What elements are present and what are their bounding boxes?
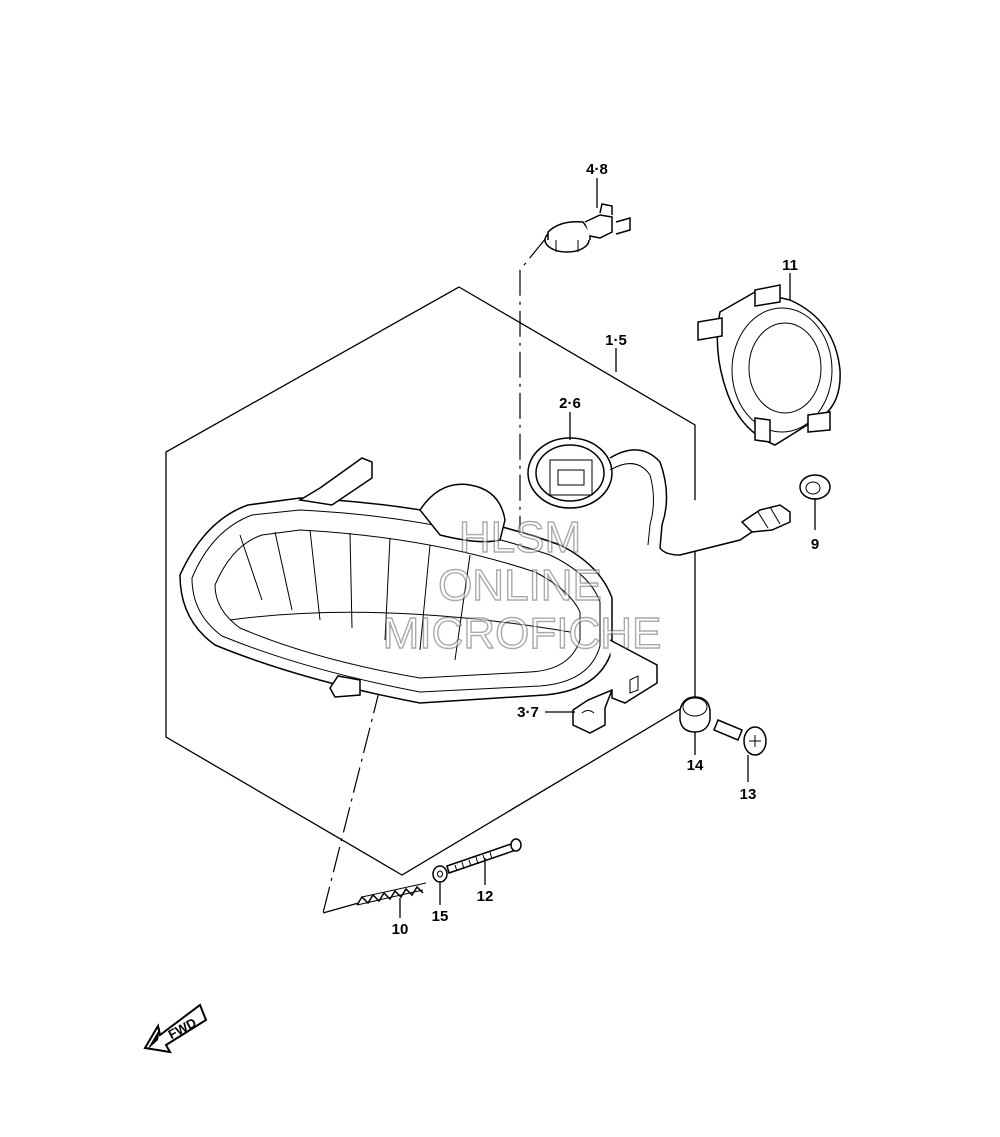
bulb-part	[544, 203, 631, 253]
alignment-line-bulb	[519, 237, 547, 560]
washer	[432, 865, 448, 883]
callout-3-7: 3·7	[517, 704, 539, 721]
headlight-cover	[697, 284, 841, 446]
grommet	[799, 474, 831, 500]
callout-13: 13	[740, 786, 757, 803]
callout-15: 15	[432, 908, 449, 925]
assembly-boundary	[165, 286, 696, 876]
watermark-line-2: ONLINE	[438, 561, 602, 610]
fwd-arrow-icon: FWD	[143, 1003, 208, 1054]
watermark-line-3: MICROFICHE	[383, 609, 662, 658]
watermark-line-1: HLSM	[459, 513, 581, 562]
adjusting-screw	[446, 838, 522, 874]
alignment-line-spring	[322, 901, 363, 914]
leader-lines	[399, 178, 816, 918]
cushion	[679, 696, 711, 733]
bulb-socket	[527, 437, 791, 556]
callout-10: 10	[392, 921, 409, 938]
callout-12: 12	[477, 888, 494, 905]
callout-14: 14	[687, 757, 704, 774]
callout-1-5: 1·5	[605, 332, 627, 349]
spring	[356, 882, 427, 906]
callout-4-8: 4·8	[586, 161, 608, 178]
fwd-label: FWD	[166, 1015, 199, 1042]
screw	[713, 719, 767, 756]
mounting-bracket	[572, 639, 658, 734]
headlight-housing	[179, 457, 613, 704]
callout-2-6: 2·6	[559, 395, 581, 412]
callout-11: 11	[782, 257, 798, 274]
callout-9: 9	[811, 536, 819, 553]
alignment-line-adjuster	[322, 687, 381, 914]
